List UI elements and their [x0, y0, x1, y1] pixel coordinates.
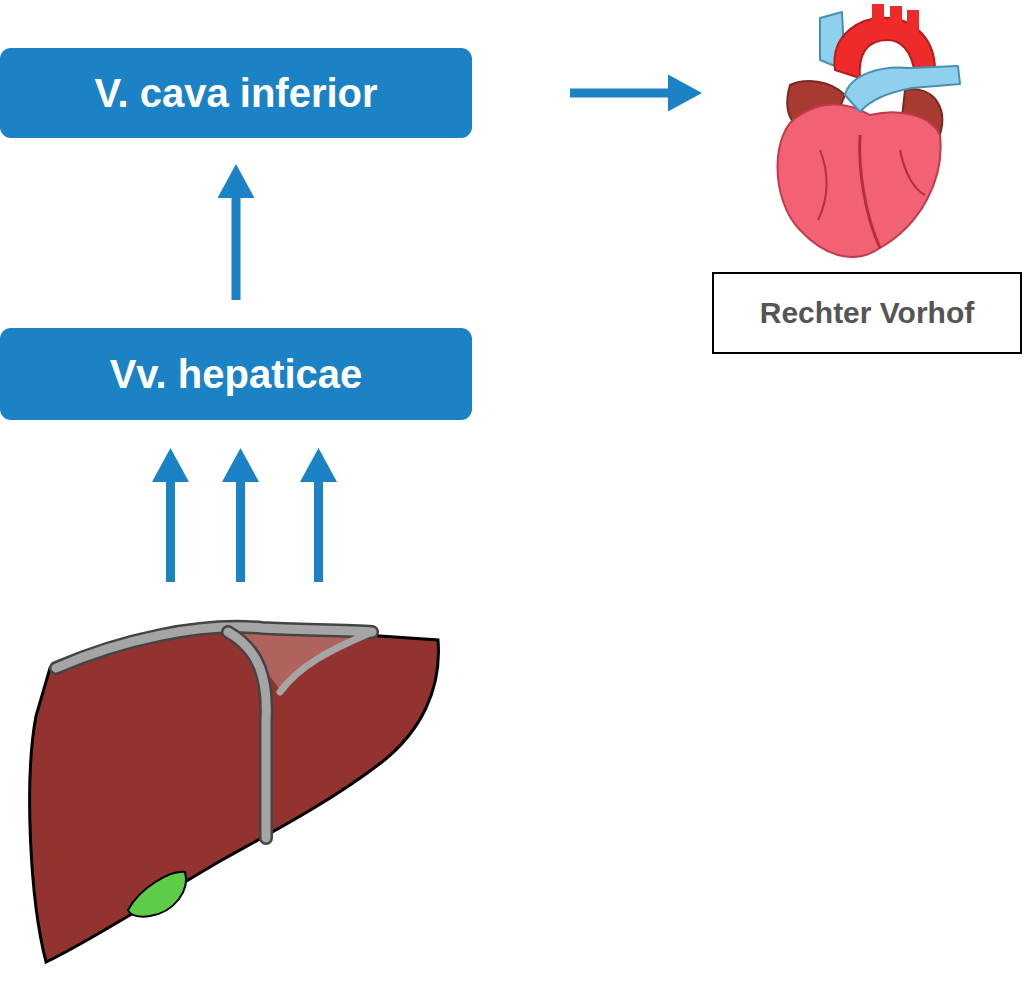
- vessel-box: V. cava inferior: [0, 48, 472, 138]
- node-text: Rechter Vorhof: [760, 296, 974, 330]
- liver-illustration: [30, 627, 439, 962]
- flow-arrow: [218, 164, 255, 300]
- node-text: V. cava inferior: [94, 71, 377, 116]
- label-box: Rechter Vorhof: [712, 272, 1022, 354]
- flow-arrow: [570, 75, 702, 112]
- node-text: Vv. hepaticae: [110, 352, 363, 397]
- vessel-box: Vv. hepaticae: [0, 328, 472, 420]
- heart-illustration: [778, 4, 961, 257]
- flow-arrows: [152, 448, 337, 582]
